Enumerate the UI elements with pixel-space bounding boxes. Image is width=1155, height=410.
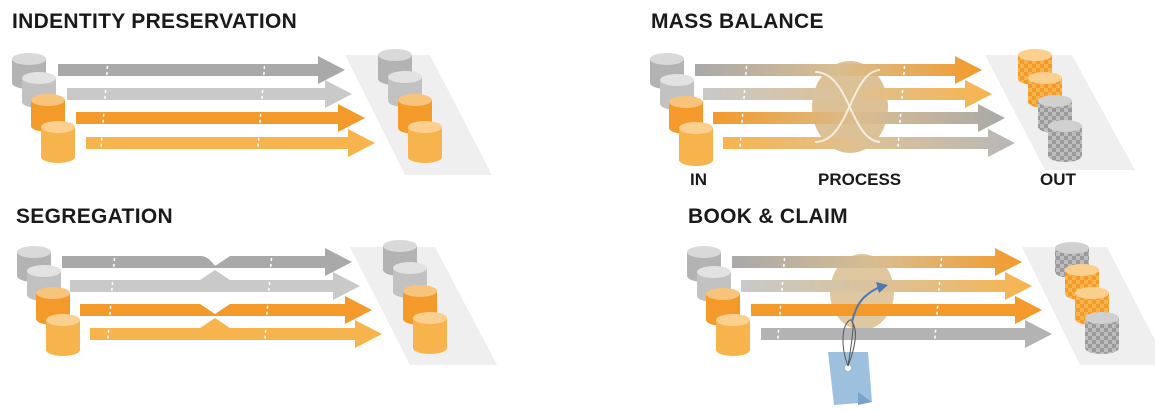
segregation-panel — [17, 240, 497, 365]
mass-balance-panel — [650, 49, 1135, 170]
arrow-gray-light — [67, 80, 352, 108]
arrow-orange-dark — [76, 104, 365, 132]
identity-preservation-panel — [12, 49, 492, 175]
input-cylinder-orange-2 — [679, 122, 713, 166]
output-cylinder-gray-check-2 — [1048, 120, 1082, 162]
arrow-gray-light — [70, 270, 360, 300]
arrow-gray-dark — [62, 248, 352, 276]
arrow-orange-light — [90, 318, 382, 348]
input-cylinder-orange-2 — [41, 121, 75, 163]
arrow-gray-dark — [58, 56, 345, 84]
arrow-orange-dark — [80, 296, 372, 324]
output-cylinder-gray-check-2 — [1085, 312, 1119, 354]
input-cylinder-orange-2 — [46, 314, 80, 356]
output-cylinder-orange-2 — [413, 312, 447, 354]
arrow-claim-4 — [761, 320, 1052, 348]
book-and-claim-panel — [687, 242, 1155, 405]
arrow-orange-light — [86, 129, 375, 157]
output-cylinder-orange-2 — [408, 121, 442, 163]
arrow-claim-3 — [751, 296, 1042, 324]
input-cylinder-orange-2 — [716, 314, 750, 356]
